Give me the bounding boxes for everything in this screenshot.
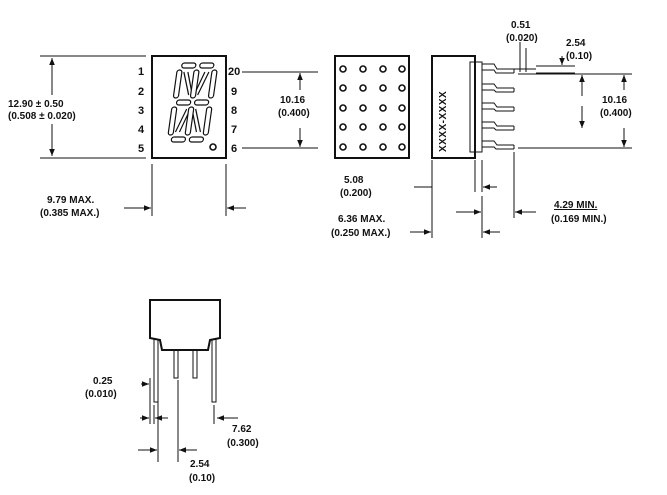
- body-depth-mm-label: 6.36 MAX.: [338, 214, 385, 225]
- part-marking: XXXX-XXXX: [438, 91, 449, 152]
- pin-label-8: 8: [231, 105, 237, 117]
- pin-length-mm-label: 4.29 MIN.: [554, 200, 598, 211]
- height-mm-label: 12.90 ± 0.50: [8, 99, 64, 110]
- pin-thickness-mm-label: 0.51: [511, 20, 531, 31]
- pin-label-6: 6: [231, 143, 237, 155]
- pin-length-in-label: (0.169 MIN.): [551, 214, 607, 225]
- side-body: [431, 55, 476, 159]
- end-body: [149, 299, 221, 351]
- pin-label-4: 4: [138, 124, 145, 136]
- side-pin-pitch-in-label: (0.10): [566, 51, 592, 62]
- pin-label-5: 5: [138, 143, 144, 155]
- pin-label-20: 20: [228, 66, 240, 78]
- front-view: 1 2 3 4 5 20 9 8 7 6 12.90 ± 0.50 (0.508…: [8, 55, 318, 219]
- side-view: XXXX-XXXX 0.51 (0.020) 2.54 (0.10): [331, 20, 632, 239]
- pin-label-9: 9: [231, 86, 237, 98]
- pin-thickness-in-label: (0.020): [506, 33, 538, 44]
- back-view: 5.08 (0.200): [334, 55, 410, 199]
- pin-grid: [339, 65, 406, 151]
- display-body: [151, 55, 227, 159]
- body-depth-in-label: (0.250 MAX.): [331, 228, 390, 239]
- side-pins: [482, 63, 536, 150]
- end-pins: [153, 338, 217, 403]
- side-row-pitch-mm-label: 10.16: [602, 95, 627, 106]
- end-pin-width-mm-label: 0.25: [93, 376, 113, 387]
- front-row-pitch-mm-label: 10.16: [280, 95, 305, 106]
- side-pin-pitch-mm-label: 2.54: [566, 38, 586, 49]
- pin-label-1: 1: [138, 66, 144, 78]
- decimal-point: [209, 143, 217, 151]
- pin-label-7: 7: [231, 124, 237, 136]
- back-depth-mm-label: 5.08: [344, 175, 364, 186]
- back-body: [334, 55, 410, 159]
- width-in-label: (0.385 MAX.): [40, 208, 99, 219]
- end-row-spacing-mm-label: 7.62: [232, 424, 252, 435]
- width-mm-label: 9.79 MAX.: [47, 195, 94, 206]
- back-depth-in-label: (0.200): [340, 188, 372, 199]
- side-row-pitch-in-label: (0.400): [600, 108, 632, 119]
- end-row-spacing-in-label: (0.300): [227, 438, 259, 449]
- end-pin-pitch-mm-label: 2.54: [190, 459, 210, 470]
- pin-label-2: 2: [138, 86, 144, 98]
- pin-label-3: 3: [138, 105, 144, 117]
- sixteen-segment-digit: [167, 62, 218, 143]
- end-pin-pitch-in-label: (0.10): [189, 473, 215, 484]
- end-pin-width-in-label: (0.010): [85, 389, 117, 400]
- end-view: 0.25 (0.010) 7.62 (0.300) 2.54 (0.10): [85, 299, 259, 484]
- front-row-pitch-in-label: (0.400): [278, 108, 310, 119]
- height-in-label: (0.508 ± 0.020): [8, 111, 76, 122]
